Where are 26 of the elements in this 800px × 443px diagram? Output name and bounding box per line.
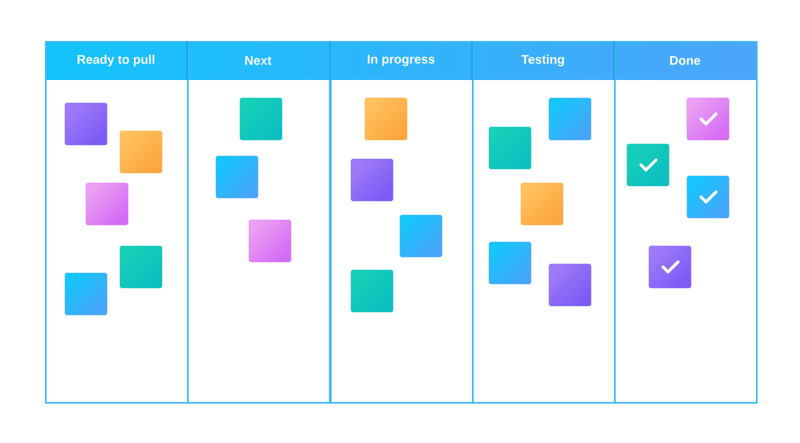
checked-sticky-note	[686, 98, 730, 140]
checked-sticky-note	[626, 144, 670, 186]
sticky-note	[548, 98, 592, 140]
board-column: In progress	[329, 41, 474, 404]
sticky-note	[400, 214, 442, 258]
checked-sticky-note	[686, 176, 730, 218]
sticky-note	[120, 246, 162, 288]
sticky-note	[216, 156, 258, 198]
sticky-note	[548, 264, 592, 306]
sticky-note	[488, 242, 532, 284]
sticky-note	[520, 182, 564, 226]
board-column: Done	[613, 41, 758, 404]
sticky-note	[64, 102, 108, 146]
sticky-note	[86, 182, 128, 226]
sticky-note	[240, 98, 282, 140]
sticky-note	[488, 126, 532, 170]
board-column: Ready to pull	[45, 41, 189, 404]
sticky-note	[248, 220, 292, 262]
sticky-note	[350, 270, 394, 312]
sticky-note	[364, 98, 408, 140]
sticky-note	[120, 130, 162, 174]
sticky-note	[350, 158, 394, 202]
sticky-note	[64, 272, 108, 316]
board-column: Next	[186, 41, 331, 404]
checked-sticky-note	[648, 246, 692, 288]
board-column: Testing	[471, 41, 616, 404]
